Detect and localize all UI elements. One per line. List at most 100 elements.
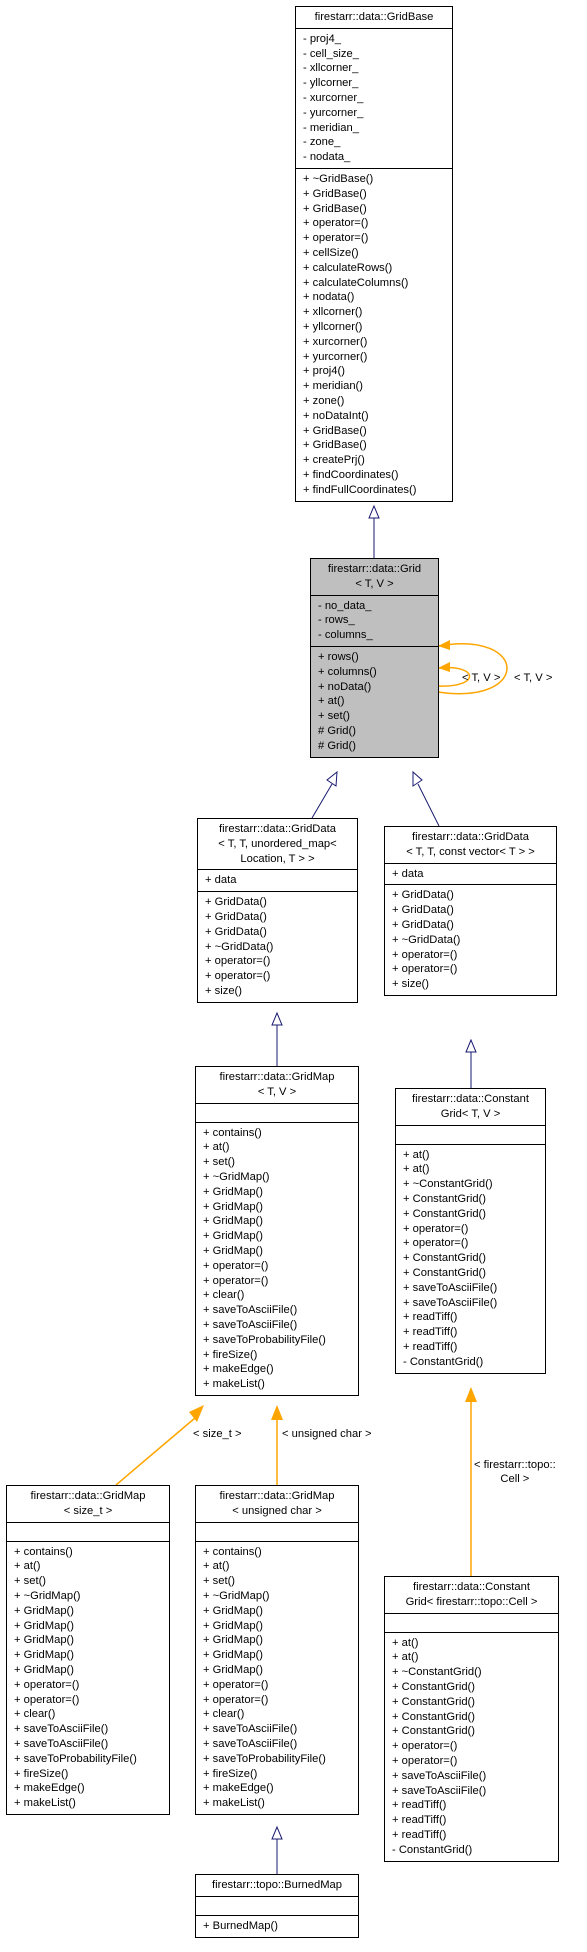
arrowhead-template-size — [189, 1405, 204, 1422]
method: + makeList() — [203, 1378, 265, 1391]
method: + GridMap() — [14, 1604, 74, 1617]
method: + makeEdge() — [203, 1782, 274, 1795]
method: + saveToAsciiFile() — [392, 1769, 487, 1782]
class-name-line: firestarr::topo::BurnedMap — [212, 1879, 342, 1891]
method: + GridMap() — [203, 1185, 263, 1198]
methods-section: + at()+ at()+ ~ConstantGrid()+ ConstantG… — [385, 1631, 558, 1861]
class-gridbase[interactable]: firestarr::data::GridBase- proj4_- cell_… — [295, 6, 453, 502]
method: + GridMap() — [14, 1619, 74, 1632]
method: + ConstantGrid() — [403, 1252, 487, 1265]
method: + set() — [14, 1575, 47, 1588]
class-name-line: < T, V > — [355, 577, 394, 590]
class-title: firestarr::topo::BurnedMap — [196, 1875, 358, 1896]
method: + nodata() — [303, 291, 355, 304]
method: + fireSize() — [203, 1348, 258, 1361]
method: + GridBase() — [303, 187, 367, 200]
class-gridmap-size-t[interactable]: firestarr::data::GridMap< size_t >+ cont… — [6, 1485, 170, 1815]
class-gridmap-tv[interactable]: firestarr::data::GridMap< T, V >+ contai… — [195, 1066, 359, 1396]
class-name-line: Location, T > > — [240, 852, 315, 865]
method: + saveToAsciiFile() — [403, 1296, 498, 1309]
method: + saveToAsciiFile() — [403, 1281, 498, 1294]
method: + columns() — [318, 665, 377, 678]
method: + readTiff() — [403, 1311, 458, 1324]
method: + size() — [392, 978, 429, 991]
methods-section: + contains()+ at()+ set()+ ~GridMap()+ G… — [196, 1121, 358, 1395]
method: + makeEdge() — [14, 1782, 85, 1795]
class-griddata-unordered-map[interactable]: firestarr::data::GridData< T, T, unorder… — [197, 818, 358, 1003]
method: + operator=() — [203, 1274, 269, 1287]
method: + clear() — [203, 1708, 245, 1721]
method: + GridMap() — [203, 1244, 263, 1257]
edge-label-unsigned-char: < unsigned char > — [282, 1428, 372, 1440]
arrowhead-griddata-vec — [465, 1038, 477, 1053]
method: + at() — [392, 1636, 419, 1649]
attributes-section: - no_data_- rows_- columns_ — [311, 594, 438, 646]
method: + operator=() — [303, 232, 369, 245]
method: + contains() — [14, 1545, 73, 1558]
class-name-line: < T, V > — [257, 1085, 297, 1098]
edge-label-topo-cell-line1: < firestarr::topo:: — [474, 1459, 556, 1471]
attribute: + data — [392, 867, 424, 880]
method: + contains() — [203, 1545, 262, 1558]
method: # Grid() — [318, 724, 356, 737]
arrowhead-self-inner — [438, 662, 450, 672]
attributes-section — [196, 1895, 358, 1915]
method: + at() — [318, 695, 345, 708]
edge-label-topo-cell: < firestarr::topo:: Cell > — [474, 1458, 556, 1486]
method: + ~ConstantGrid() — [403, 1178, 493, 1191]
class-burnedmap[interactable]: firestarr::topo::BurnedMap+ BurnedMap() — [195, 1874, 359, 1938]
attribute: - xllcorner_ — [303, 62, 359, 75]
method: + GridData() — [392, 904, 454, 917]
method: + operator=() — [392, 1754, 458, 1767]
method: + saveToProbabilityFile() — [203, 1752, 326, 1765]
method: + operator=() — [203, 1259, 269, 1272]
arrowhead-self-outer — [438, 640, 450, 650]
attributes-section: + data — [385, 862, 556, 885]
method: + makeList() — [14, 1797, 76, 1810]
edge-label-size-t: < size_t > — [193, 1428, 242, 1440]
edge-griddata-vec-to-grid — [417, 783, 440, 827]
attribute: - columns_ — [318, 629, 373, 642]
attribute: - no_data_ — [318, 599, 372, 612]
method: + operator=() — [205, 955, 271, 968]
method: + at() — [14, 1560, 41, 1573]
method: + proj4() — [303, 365, 345, 378]
class-title: firestarr::data::GridMap< unsigned char … — [196, 1486, 358, 1522]
class-gridmap-unsigned-char[interactable]: firestarr::data::GridMap< unsigned char … — [195, 1485, 359, 1815]
method: + ~GridData() — [205, 940, 274, 953]
attributes-section: + data — [198, 869, 357, 891]
method: + makeEdge() — [203, 1363, 274, 1376]
attribute: - cell_size_ — [303, 47, 359, 60]
arrowhead-gridbase — [368, 504, 380, 519]
method: + GridData() — [205, 896, 267, 909]
method: + readTiff() — [403, 1326, 458, 1339]
class-name-line: firestarr::data::Constant — [412, 1093, 529, 1105]
edge-grid-self-loop-outer — [437, 643, 508, 695]
method: + operator=() — [392, 1740, 458, 1753]
arrowhead-grid-left — [326, 770, 338, 787]
class-grid[interactable]: firestarr::data::Grid< T, V >- no_data_-… — [310, 558, 439, 758]
method: + at() — [203, 1141, 230, 1154]
method: - ConstantGrid() — [392, 1843, 473, 1856]
class-griddata-vector[interactable]: firestarr::data::GridData< T, T, const v… — [384, 826, 557, 996]
attribute: - zone_ — [303, 136, 341, 149]
method: + ~GridMap() — [203, 1589, 270, 1602]
method: + ~GridMap() — [203, 1170, 270, 1183]
arrowhead-griddata-map — [271, 1011, 283, 1026]
edge-label-self-inner: < T, V > — [462, 672, 501, 684]
attributes-section — [396, 1124, 545, 1144]
method: + clear() — [14, 1708, 56, 1721]
method: + set() — [203, 1575, 236, 1588]
methods-section: + rows()+ columns()+ noData()+ at()+ set… — [311, 645, 438, 757]
method: + operator=() — [403, 1237, 469, 1250]
method: + operator=() — [203, 1693, 269, 1706]
method: + operator=() — [303, 217, 369, 230]
method: + ~ConstantGrid() — [392, 1666, 482, 1679]
class-title: firestarr::data::Grid< T, V > — [311, 559, 438, 595]
methods-section: + at()+ at()+ ~ConstantGrid()+ ConstantG… — [396, 1143, 545, 1373]
class-name-line: < T, T, unordered_map< — [218, 837, 337, 850]
method: + set() — [318, 710, 351, 723]
